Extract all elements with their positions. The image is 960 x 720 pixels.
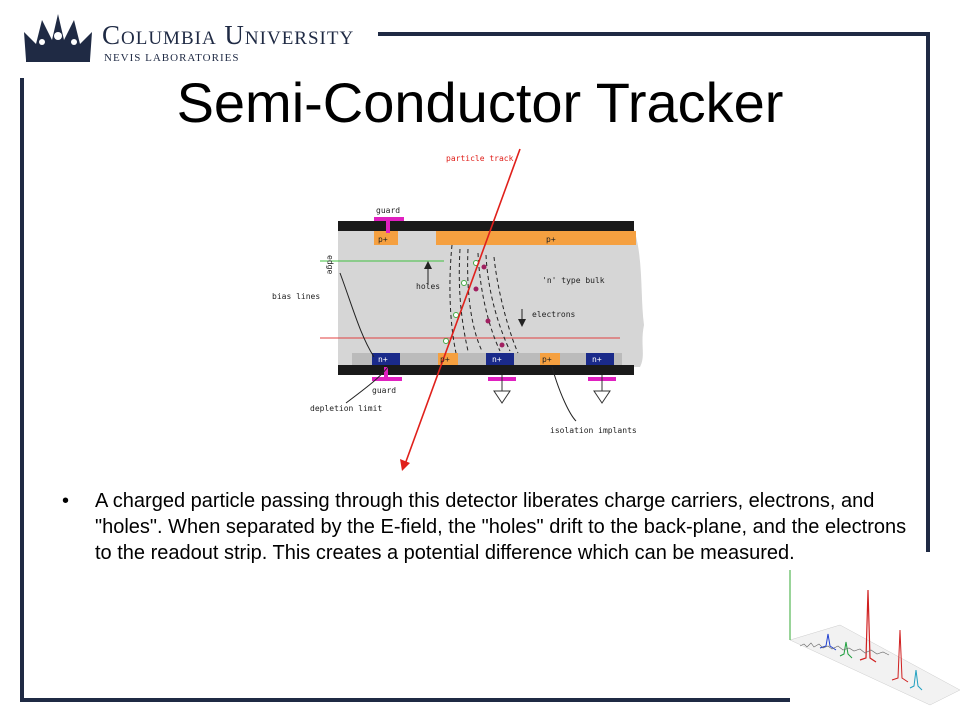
label-particle-track: particle track (446, 154, 514, 163)
laboratory-name: NEVIS LABORATORIES (104, 52, 240, 64)
bottom-contact-strip (338, 365, 634, 375)
label-n-plus-2: n+ (492, 355, 502, 364)
electron-carrier (473, 286, 479, 292)
guard-top-stem (386, 217, 390, 233)
frame-left-line (20, 78, 24, 702)
top-p-implant-guard (374, 231, 398, 245)
histogram-peak-red (859, 589, 877, 663)
particle-track-arrowhead (400, 459, 410, 471)
label-p-plus-right: p+ (546, 235, 556, 244)
label-p-plus-left: p+ (378, 235, 388, 244)
university-name: Columbia University (102, 20, 355, 50)
bottom-n-implant-2 (486, 353, 514, 365)
ground-icon-1 (493, 390, 511, 404)
depletion-pointer (345, 366, 389, 404)
label-p-plus-bottom-2: p+ (542, 355, 552, 364)
hole-carrier (443, 338, 449, 344)
frame-right-line (926, 32, 930, 552)
bottom-n-implant-1 (372, 353, 400, 365)
ground-icon-2 (593, 390, 611, 404)
histogram-peak-blue (819, 633, 837, 651)
bottom-p-implant-2 (540, 353, 560, 365)
label-guard-bottom: guard (372, 386, 396, 395)
top-p-implant-main (436, 231, 636, 245)
page-title: Semi-Conductor Tracker (176, 71, 784, 134)
histogram-peak-red-2 (891, 629, 909, 683)
label-bias-lines: bias lines (272, 292, 320, 301)
hole-carrier (453, 312, 459, 318)
label-n-plus-1: n+ (378, 355, 388, 364)
decorative-histogram-plot (789, 570, 960, 706)
label-p-plus-bottom: p+ (440, 355, 450, 364)
particle-track-line (403, 148, 521, 468)
electron-drift-lines (477, 252, 519, 354)
electron-carrier (485, 318, 491, 324)
guard-bottom-stem (384, 367, 388, 381)
label-depletion-limit: depletion limit (310, 404, 382, 413)
label-n-plus-3: n+ (592, 355, 602, 364)
electron-carrier (481, 264, 487, 270)
isolation-pointer (551, 366, 577, 422)
frame-bottom-line (20, 698, 790, 702)
depletion-curve (339, 272, 375, 358)
label-guard-top: guard (376, 206, 400, 215)
crown-icon (24, 14, 92, 62)
histogram-peak-green (839, 641, 853, 659)
frame-top-line (378, 32, 930, 36)
histogram-peak-cyan (909, 669, 923, 691)
electron-carrier (499, 342, 505, 348)
histogram-noise (799, 642, 890, 656)
top-contact-strip (338, 221, 634, 231)
detector-diagram: particle track guard p+ p+ 'n' type bulk… (272, 148, 644, 471)
bullet-marker: • (62, 490, 70, 512)
university-logo: Columbia University NEVIS LABORATORIES (20, 10, 360, 66)
label-isolation-implants: isolation implants (550, 426, 637, 435)
label-n-bulk: 'n' type bulk (542, 276, 605, 285)
n-type-bulk (338, 223, 644, 367)
bottom-n-implant-3 (586, 353, 614, 365)
bullet-text: A charged particle passing through this … (95, 490, 907, 564)
label-electrons: electrons (532, 310, 576, 319)
label-holes: holes (416, 282, 440, 291)
label-edge: edge (326, 255, 335, 274)
hole-carrier (461, 280, 467, 286)
hole-drift-lines (449, 244, 483, 354)
